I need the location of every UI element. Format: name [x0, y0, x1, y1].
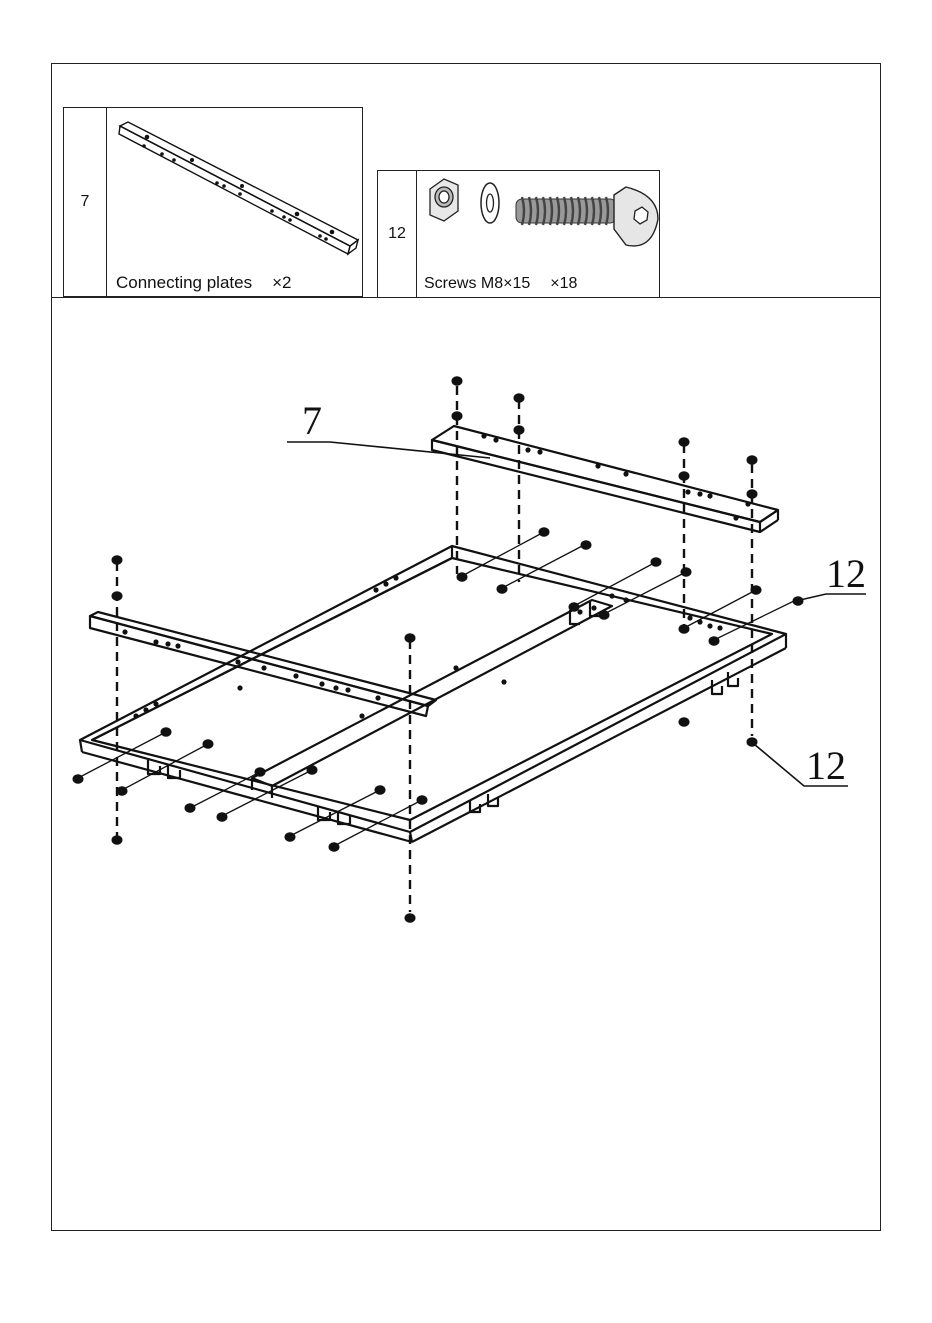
- mounting-hole: [293, 673, 298, 678]
- mounting-hole: [595, 463, 600, 468]
- bolt-head: [457, 572, 468, 582]
- bolt-head: [747, 489, 758, 499]
- bolt-head: [581, 540, 592, 550]
- leader-line-7: [287, 442, 490, 458]
- mounting-hole: [525, 447, 530, 452]
- center-rail: [252, 600, 612, 786]
- mounting-hole: [453, 665, 458, 670]
- bolt-head: [112, 555, 123, 565]
- bolt-head: [679, 717, 690, 727]
- mounting-hole: [359, 713, 364, 718]
- mounting-hole: [175, 643, 180, 648]
- mounting-hole: [165, 641, 170, 646]
- mounting-hole: [133, 713, 138, 718]
- mounting-hole: [685, 489, 690, 494]
- mounting-hole: [235, 659, 240, 664]
- bolt-head: [539, 527, 550, 537]
- bolt-head: [793, 596, 804, 606]
- bolt-head: [514, 425, 525, 435]
- mounting-hole: [373, 587, 378, 592]
- mounting-hole: [393, 575, 398, 580]
- mounting-hole: [481, 433, 486, 438]
- mounting-hole: [609, 593, 614, 598]
- mounting-hole: [383, 581, 388, 586]
- mounting-hole: [537, 449, 542, 454]
- mounting-hole: [122, 629, 127, 634]
- callout-label-12-bottom: 12: [806, 746, 846, 786]
- mounting-hole: [707, 623, 712, 628]
- bolt-head: [681, 567, 692, 577]
- bolt-head: [285, 832, 296, 842]
- bolt-head: [185, 803, 196, 813]
- bolt-head: [747, 455, 758, 465]
- bolt-head: [514, 393, 525, 403]
- mounting-hole: [717, 625, 722, 630]
- bolt-head: [405, 633, 416, 643]
- mounting-hole: [745, 501, 750, 506]
- mounting-hole: [237, 685, 242, 690]
- bolt-head: [217, 812, 228, 822]
- bolt-head: [73, 774, 84, 784]
- mounting-hole: [501, 679, 506, 684]
- bolt-head: [452, 411, 463, 421]
- mounting-hole: [333, 685, 338, 690]
- mounting-hole: [623, 597, 628, 602]
- mounting-hole: [733, 515, 738, 520]
- bolt-head: [679, 437, 690, 447]
- bolt-head: [307, 765, 318, 775]
- mounting-hole: [577, 609, 582, 614]
- bolt-head: [112, 591, 123, 601]
- bolt-head: [679, 471, 690, 481]
- mounting-hole: [697, 619, 702, 624]
- mounting-hole: [153, 701, 158, 706]
- mounting-hole: [143, 707, 148, 712]
- mounting-hole: [591, 605, 596, 610]
- bolt-head: [569, 602, 580, 612]
- bolt-head: [112, 835, 123, 845]
- bolt-head: [651, 557, 662, 567]
- bolt-head: [405, 913, 416, 923]
- bolt-head: [751, 585, 762, 595]
- bolt-head: [329, 842, 340, 852]
- mounting-hole: [687, 615, 692, 620]
- frame-outer-top: [80, 546, 786, 832]
- mounting-hole: [261, 665, 266, 670]
- bolt-head: [709, 636, 720, 646]
- mounting-hole: [493, 437, 498, 442]
- connecting-plate-left: [90, 612, 436, 706]
- bolt-head: [417, 795, 428, 805]
- callout-label-12-top: 12: [826, 554, 866, 594]
- bolt-head: [161, 727, 172, 737]
- callout-label-7: 7: [302, 401, 322, 441]
- mounting-hole: [375, 695, 380, 700]
- mounting-hole: [707, 493, 712, 498]
- mounting-hole: [153, 639, 158, 644]
- bolt-head: [375, 785, 386, 795]
- bolt-head: [679, 624, 690, 634]
- bolt-head: [599, 610, 610, 620]
- bolt-head: [497, 584, 508, 594]
- bolt-head: [203, 739, 214, 749]
- bolt-head: [255, 767, 266, 777]
- bolt-head: [117, 786, 128, 796]
- connecting-plate-right: [432, 426, 778, 522]
- mounting-hole: [623, 471, 628, 476]
- mounting-hole: [319, 681, 324, 686]
- mounting-hole: [345, 687, 350, 692]
- mounting-hole: [697, 491, 702, 496]
- bolt-head: [452, 376, 463, 386]
